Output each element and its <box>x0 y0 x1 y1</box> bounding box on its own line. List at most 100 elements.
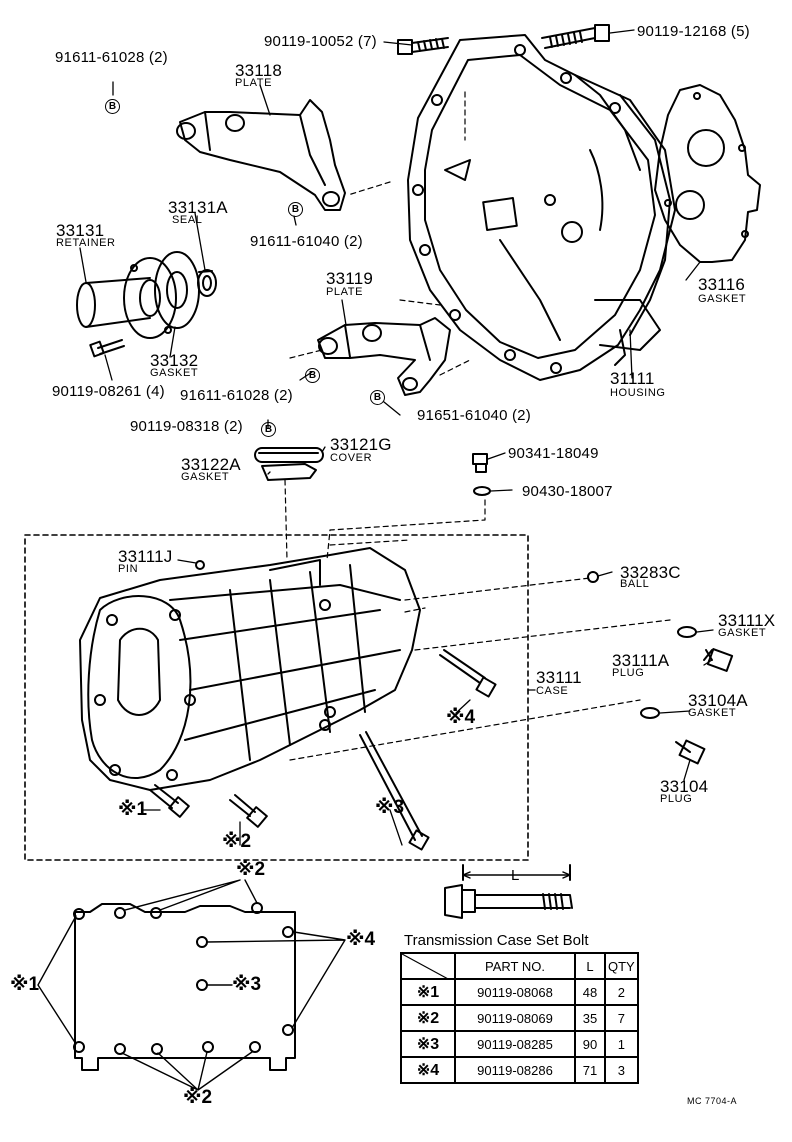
label-33116: 33116 <box>698 275 746 294</box>
row-part: 90119-08285 <box>454 1030 576 1058</box>
label-33121G: 33121G <box>330 435 392 454</box>
bolt-90119-10052-drawing <box>397 37 449 55</box>
plug-33111a-drawing <box>703 648 734 672</box>
label-case: CASE <box>536 685 569 697</box>
dashed-assembly-lines <box>284 91 671 761</box>
label-33111X: 33111X <box>718 611 776 630</box>
label-plate-33118: PLATE <box>235 77 273 89</box>
case-bolt-4-drawing <box>439 649 497 698</box>
label-90341-18049: 90341-18049 <box>508 445 599 462</box>
label-plug-33104: PLUG <box>660 793 693 805</box>
cover-drawing <box>254 447 324 463</box>
label-33132: 33132 <box>150 351 199 370</box>
marker-1-layout: ※1 <box>10 974 40 995</box>
row-part: 90119-08068 <box>454 978 576 1006</box>
b-marker-4: B <box>370 388 385 405</box>
plug-33104-drawing <box>675 739 706 765</box>
label-90119-08318: 90119-08318 (2) <box>130 418 243 435</box>
bolt-table: PART NO. L QTY ※1 90119-08068 48 2 ※2 90… <box>400 952 639 1084</box>
label-91611-61028-mid: 91611-61028 (2) <box>180 387 293 404</box>
label-retainer: RETAINER <box>56 237 116 249</box>
bolt-length-drawing <box>444 864 573 919</box>
b-marker-1: B <box>105 97 120 114</box>
table-row: ※1 90119-08068 48 2 <box>400 978 639 1006</box>
clutch-housing-drawing <box>407 34 676 381</box>
row-mark: ※4 <box>400 1056 456 1084</box>
bolt-table-corner-cell <box>400 952 456 980</box>
plug-90341-drawing <box>472 453 488 473</box>
cover-gasket-drawing <box>261 463 317 481</box>
table-row: ※4 90119-08286 71 3 <box>400 1056 639 1084</box>
bolt-table-title: Transmission Case Set Bolt <box>404 932 589 949</box>
row-qty: 1 <box>604 1030 639 1058</box>
label-seal: SEAL <box>172 214 203 226</box>
label-housing: HOUSING <box>610 387 666 399</box>
b-marker-5: B <box>261 420 276 437</box>
label-gasket-33116: GASKET <box>698 293 747 305</box>
marker-4-case: ※4 <box>446 707 476 728</box>
label-33118: 33118 <box>235 61 283 80</box>
gasket-33104a-drawing <box>640 707 660 719</box>
retainer-drawing <box>76 257 177 339</box>
label-33104: 33104 <box>660 777 709 796</box>
row-qty: 3 <box>604 1056 639 1084</box>
layout-leader-lines <box>37 879 346 1091</box>
table-row: ※3 90119-08285 90 1 <box>400 1030 639 1058</box>
table-row: ※2 90119-08069 35 7 <box>400 1004 639 1032</box>
marker-4-layout: ※4 <box>346 929 376 950</box>
row-part: 90119-08286 <box>454 1056 576 1084</box>
label-33111J: 33111J <box>118 547 173 566</box>
case-bolt-3-drawing <box>359 731 430 851</box>
housing-gasket-drawing <box>654 84 761 263</box>
row-length: 90 <box>574 1030 606 1058</box>
label-90430-18007: 90430-18007 <box>522 483 613 500</box>
drawing-code: MC 7704-A <box>687 1096 738 1106</box>
leader-lines <box>79 29 714 846</box>
label-33119: 33119 <box>326 269 374 288</box>
case-bolt-2-drawing <box>229 794 268 828</box>
marker-3-case: ※3 <box>375 797 405 818</box>
washer-90430-drawing <box>473 486 491 496</box>
plate-33118-drawing <box>176 99 346 211</box>
label-length-L: L <box>511 867 520 884</box>
label-33111: 33111 <box>536 668 582 687</box>
bolt-90119-08261-drawing <box>89 339 125 358</box>
label-ball: BALL <box>620 578 650 590</box>
label-33131: 33131 <box>56 221 105 240</box>
marker-3-layout: ※3 <box>232 974 262 995</box>
bolt-90119-12168-drawing <box>541 24 610 49</box>
row-qty: 2 <box>604 978 639 1006</box>
row-part: 90119-08069 <box>454 1004 576 1032</box>
bolt-table-header-part: PART NO. <box>454 952 576 980</box>
label-gasket-33122A: GASKET <box>181 471 230 483</box>
label-91611-61040: 91611-61040 (2) <box>250 233 363 250</box>
row-length: 48 <box>574 978 606 1006</box>
label-91651-61040: 91651-61040 (2) <box>417 407 531 424</box>
row-length: 35 <box>574 1004 606 1032</box>
marker-2-case: ※2 <box>222 831 252 852</box>
seal-drawing <box>197 269 217 297</box>
b-marker-3: B <box>305 366 320 383</box>
marker-1-case: ※1 <box>118 799 148 820</box>
label-91611-61028-top: 91611-61028 (2) <box>55 49 168 66</box>
label-gasket-33104A: GASKET <box>688 707 737 719</box>
bolt-table-header-qty: QTY <box>604 952 639 980</box>
diagonal-line-icon <box>402 954 450 980</box>
label-plug-33111A: PLUG <box>612 667 645 679</box>
label-90119-08261: 90119-08261 (4) <box>52 383 165 400</box>
bolt-table-header-length: L <box>574 952 606 980</box>
bolt-position-outline <box>73 902 296 1071</box>
label-90119-10052: 90119-10052 (7) <box>264 33 377 50</box>
marker-2-layout-bottom: ※2 <box>183 1087 213 1108</box>
retainer-gasket-drawing <box>154 251 200 329</box>
pin-drawing <box>195 560 205 570</box>
label-gasket-33111X: GASKET <box>718 627 767 639</box>
row-mark: ※3 <box>400 1030 456 1058</box>
transmission-case-drawing <box>79 547 421 791</box>
label-31111: 31111 <box>610 369 655 388</box>
label-33111A: 33111A <box>612 651 670 670</box>
label-90119-12168: 90119-12168 (5) <box>637 23 750 40</box>
label-pin: PIN <box>118 563 139 575</box>
label-33283C: 33283C <box>620 563 681 582</box>
label-33104A: 33104A <box>688 691 748 710</box>
